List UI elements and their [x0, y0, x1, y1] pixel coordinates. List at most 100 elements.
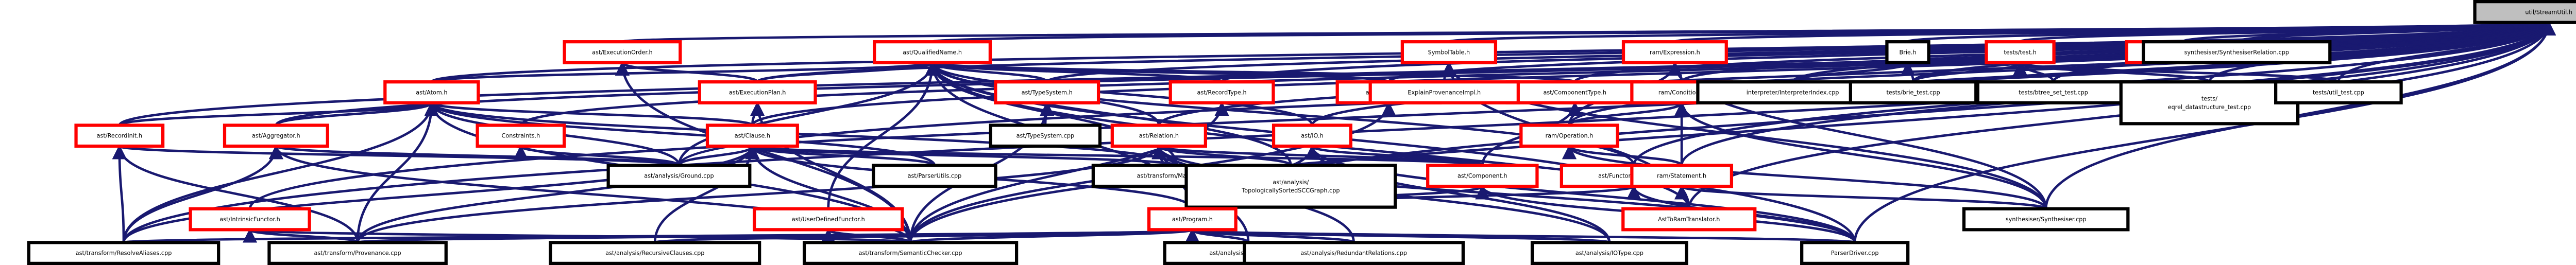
file-node-box: [1800, 241, 1910, 265]
file-node-clause[interactable]: ast/Clause.h: [705, 123, 799, 148]
file-node-label: synthesiser/SynthesiserRelation.cpp: [2184, 49, 2289, 56]
file-node-userfunctor[interactable]: ast/UserDefinedFunctor.h: [753, 207, 904, 232]
file-node-box: [1849, 80, 1978, 104]
include-edge: [1674, 185, 2047, 210]
file-node-label: ast/TypeSystem.h: [1022, 89, 1073, 96]
file-node-box: [1184, 164, 1397, 209]
file-node-label: tests/brie_test.cpp: [1887, 89, 1940, 96]
file-node-label: ParserDriver.cpp: [1831, 250, 1879, 257]
file-node-label: ast/transform/Provenance.cpp: [314, 250, 401, 257]
file-node-btreesettest[interactable]: tests/btree_set_test.cpp: [1976, 80, 2131, 104]
file-node-program[interactable]: ast/Program.h: [1147, 207, 1238, 232]
file-node-ast2ram[interactable]: AstToRamTranslator.h: [1621, 207, 1757, 232]
file-node-trie[interactable]: Brie.h: [1885, 40, 1930, 64]
include-edge: [653, 145, 760, 243]
file-node-execplan[interactable]: ast/ExecutionPlan.h: [698, 80, 817, 104]
file-node-typesys[interactable]: ast/TypeSystem.h: [994, 80, 1100, 104]
file-node-intrinsic[interactable]: ast/IntrinsicFunctor.h: [189, 207, 311, 232]
file-node-constraints[interactable]: Constraints.h: [476, 123, 566, 148]
file-node-ground[interactable]: ast/analysis/Ground.cpp: [606, 164, 752, 188]
file-node-typesyscpp[interactable]: ast/TypeSystem.cpp: [989, 123, 1102, 148]
file-node-box: [989, 123, 1102, 148]
file-node-box: [1368, 80, 1520, 104]
file-node-parserdriver[interactable]: ParserDriver.cpp: [1800, 241, 1910, 265]
file-node-label: ast/analysis/IOType.cpp: [1575, 250, 1643, 257]
include-edge: [746, 145, 1484, 167]
file-node-brietest[interactable]: tests/brie_test.cpp: [1849, 80, 1978, 104]
file-node-box: [383, 80, 480, 104]
file-node-label: ram/Statement.h: [1657, 173, 1706, 180]
file-node-label: ram/Operation.h: [1546, 133, 1594, 139]
graph-nodes: util/StreamUtil.h ast/ExecutionOrder.h ast…: [27, 0, 2576, 265]
file-node-box: [189, 207, 311, 232]
file-node-relation[interactable]: ast/Relation.h: [1110, 123, 1207, 148]
file-node-component[interactable]: ast/Component.h: [1426, 164, 1539, 188]
file-node-semchecker[interactable]: ast/transform/SemanticChecker.cpp: [802, 241, 1019, 265]
file-node-label: interpreter/InterpreterIndex.cpp: [1747, 89, 1839, 96]
file-node-label: synthesiser/Synthesiser.cpp: [2006, 216, 2087, 223]
file-node-box: [1621, 207, 1757, 232]
file-node-ramexpr[interactable]: ram/Expression.h: [1621, 40, 1728, 64]
include-edge: [1187, 228, 1856, 244]
file-node-parserutils[interactable]: ast/ParserUtils.cpp: [872, 164, 997, 188]
file-node-box: [549, 241, 761, 265]
file-node-label: tests/test.h: [2004, 49, 2036, 56]
file-node-resolvealiases[interactable]: ast/transform/ResolveAliases.cpp: [27, 241, 221, 265]
file-node-recursive[interactable]: ast/analysis/RecursiveClauses.cpp: [549, 241, 761, 265]
include-edge: [430, 61, 939, 83]
file-node-box: [1630, 164, 1734, 188]
file-node-synthrel[interactable]: synthesiser/SynthesiserRelation.cpp: [2142, 40, 2332, 64]
file-node-box: [1985, 40, 2056, 64]
file-node-qualname[interactable]: ast/QualifiedName.h: [873, 40, 992, 64]
file-node-atom[interactable]: ast/Atom.h: [383, 80, 480, 104]
file-node-label: AstToRamTranslator.h: [1658, 216, 1720, 223]
file-node-rectype[interactable]: ast/RecordType.h: [1168, 80, 1275, 104]
include-edge: [356, 145, 760, 243]
file-node-box: [705, 123, 799, 148]
file-node-box: [74, 123, 165, 148]
file-node-box: [1147, 207, 1238, 232]
file-node-teststest[interactable]: tests/test.h: [1985, 40, 2056, 64]
include-edge: [751, 21, 2556, 126]
file-node-label: tests/btree_set_test.cpp: [2019, 89, 2088, 96]
file-node-aggregator[interactable]: ast/Aggregator.h: [223, 123, 329, 148]
file-node-box: [802, 241, 1019, 265]
include-edge: [112, 145, 127, 243]
file-node-box: [1110, 123, 1207, 148]
file-node-label: ast/transform/SemanticChecker.cpp: [859, 250, 962, 257]
file-node-utiltest[interactable]: tests/util_test.cpp: [2274, 80, 2403, 104]
file-node-box: [873, 40, 992, 64]
file-node-label: ast/ExecutionPlan.h: [729, 89, 786, 96]
file-node-recordinit[interactable]: ast/RecordInit.h: [74, 123, 165, 148]
file-node-label: ast/analysis/RedundantRelations.cpp: [1300, 250, 1407, 257]
file-node-label: ast/TypeSystem.cpp: [1016, 133, 1074, 139]
file-node-explain[interactable]: ExplainProvenanceImpl.h: [1368, 80, 1520, 104]
file-node-symtab[interactable]: SymbolTable.h: [1400, 40, 1498, 64]
file-node-label: util/StreamUtil.h: [2525, 9, 2572, 15]
file-node-redundant[interactable]: ast/analysis/RedundantRelations.cpp: [1243, 241, 1465, 265]
file-node-box: [563, 40, 682, 64]
file-node-box: [1519, 123, 1619, 148]
file-node-synthesiser[interactable]: synthesiser/Synthesiser.cpp: [1962, 207, 2130, 232]
file-node-label: ast/analysis/Ground.cpp: [644, 173, 714, 180]
file-node-label: ast/Clause.h: [735, 133, 770, 139]
file-node-label: ram/Expression.h: [1650, 49, 1700, 56]
include-edge: [514, 145, 681, 167]
file-node-label: ast/RecordType.h: [1197, 89, 1247, 96]
file-node-label: ast/Aggregator.h: [252, 133, 300, 139]
file-node-execorder[interactable]: ast/ExecutionOrder.h: [563, 40, 682, 64]
file-node-label: ast/Relation.h: [1139, 133, 1179, 139]
file-node-box: [2274, 80, 2403, 104]
file-node-topo[interactable]: ast/analysis/TopologicallySortedSCCGraph…: [1184, 164, 1397, 209]
file-node-iotype[interactable]: ast/analysis/IOType.cpp: [1530, 241, 1688, 265]
include-edge: [112, 145, 359, 243]
file-node-comptype[interactable]: ast/ComponentType.h: [1505, 80, 1644, 104]
file-node-eqreltest[interactable]: tests/eqrel_datastructure_test.cpp: [2119, 80, 2300, 126]
file-node-astio[interactable]: ast/IO.h: [1272, 123, 1352, 148]
file-node-ramop[interactable]: ram/Operation.h: [1519, 123, 1619, 148]
file-node-ramstmt[interactable]: ram/Statement.h: [1630, 164, 1734, 188]
file-node-box: [2119, 80, 2300, 126]
include-edge: [2013, 61, 2340, 83]
file-node-root: util/StreamUtil.h: [2473, 0, 2576, 24]
file-node-provenance[interactable]: ast/transform/Provenance.cpp: [267, 241, 448, 265]
